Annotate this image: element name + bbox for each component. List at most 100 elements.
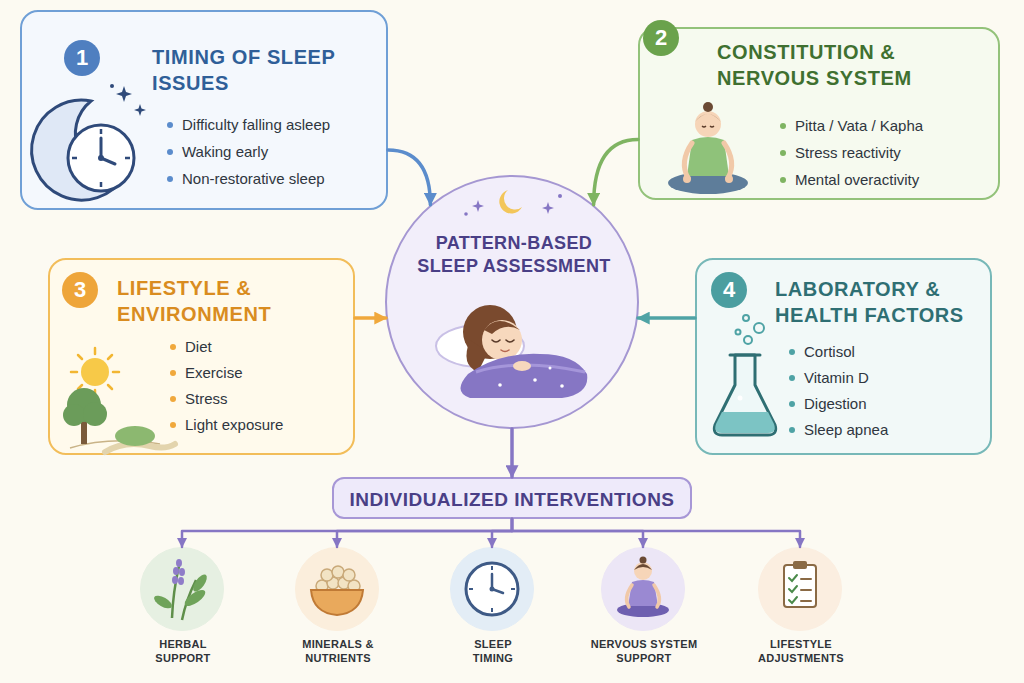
check-marks [789,575,797,603]
figure-torso [628,580,658,606]
nutrient-seed [316,580,328,592]
blanket-star [498,383,502,387]
figure-head [695,111,721,137]
bullet-dot [170,422,176,428]
blanket-star [533,378,537,382]
connector-arrow [512,519,800,547]
lavender-bud [176,559,182,567]
clock-ticks [469,566,515,612]
node-title: INDIVIDUALIZED INTERVENTIONS [334,488,690,513]
moon-clock-icon [32,84,146,200]
nervous-system-icon [617,557,669,618]
lavender-bud [178,577,184,585]
clock-center [98,155,104,161]
node-title: MINERALS & NUTRIENTS [292,637,384,666]
bubble [743,315,749,321]
bullet-dot [789,349,795,355]
callout-number: 1 [64,40,100,76]
bullet-item: Sleep apnea [789,420,888,440]
star-shape [116,86,132,102]
tree-crown [83,402,107,426]
node-title: HERBAL SUPPORT [143,637,223,666]
bullet-dot [789,427,795,433]
node-title: LABORATORY & HEALTH FACTORS [775,276,980,328]
bubble [738,396,743,401]
bullet-item: Difficulty falling asleep [167,115,330,135]
interventions-box: INDIVIDUALIZED INTERVENTIONS [332,477,692,519]
bullet-text: Waking early [182,143,268,160]
figure-hair [634,564,652,570]
figure-arms [627,585,660,607]
node-title: PATTERN-BASED SLEEP ASSESSMENT [409,232,619,279]
blanket-fold [476,365,585,372]
bullet-item: Non-restorative sleep [167,169,325,189]
nature-scene [63,348,175,452]
bullet-dot [170,370,176,376]
intervention-circle: MINERALS & NUTRIENTS [295,547,379,631]
clock-face [68,125,134,191]
assessment-circle: PATTERN-BASED SLEEP ASSESSMENT [385,175,639,429]
star-dot [558,194,562,198]
connector-arrow [638,316,695,320]
bullet-text: Difficulty falling asleep [182,116,330,133]
nutrient-seed [332,566,344,578]
lavender-bud [173,567,179,575]
clipboard [784,565,816,607]
bullet-text: Stress reactivity [795,144,901,161]
moon-shape [32,100,125,200]
bullet-dot [167,122,173,128]
clock-face [466,563,518,615]
bullet-text: Diet [185,338,212,355]
clock-ticks [72,129,130,187]
nutrient-seed [338,577,350,589]
star-shape [134,104,146,116]
girl-hair [466,340,488,372]
bullet-item: Cortisol [789,342,855,362]
clipboard-clip [793,561,807,569]
sleeping-girl [436,190,587,398]
meditation-figure [668,102,748,194]
star-shape [472,200,484,212]
bullet-dot [780,177,786,183]
tree-crown [63,404,85,426]
girl-hand [513,361,531,371]
figure-hair [695,114,721,122]
bullet-item: Pitta / Vata / Kapha [780,116,923,136]
bullet-dot [780,123,786,129]
category-box: CONSTITUTION & NERVOUS SYSTEMPitta / Vat… [638,27,1000,200]
blanket-star [560,384,564,388]
sun [81,358,109,386]
sun-rays [71,348,119,396]
girl-face [482,320,522,360]
bullet-item: Diet [170,337,212,357]
connector-arrow [492,519,512,547]
bullet-text: Mental overactivity [795,171,919,188]
connector-arrow [512,519,643,547]
star-shape [542,202,554,214]
connector-arrow [337,519,512,547]
star-dot [110,84,114,88]
figure-eyes [702,126,714,127]
herb-stem [182,580,196,620]
figure-hand [725,175,733,183]
bubble [754,323,764,333]
figure-bun [703,102,713,112]
bullet-dot [789,401,795,407]
bullet-text: Vitamin D [804,369,869,386]
figure-torso [687,137,729,176]
sleep-timing-icon [466,563,518,615]
lifestyle-icon [784,561,816,607]
bullet-text: Non-restorative sleep [182,170,325,187]
intervention-circle: SLEEP TIMING [450,547,534,631]
node-title: LIFESTYLE ADJUSTMENTS [745,637,857,666]
bullet-item: Mental overactivity [780,170,919,190]
herb-leaf [191,572,210,594]
lab-flask [714,315,775,435]
lavender-stem [172,566,179,618]
bullet-item: Digestion [789,394,867,414]
connector-arrow [355,316,386,320]
flask-glass [714,355,775,435]
lavender-bud [172,576,178,584]
